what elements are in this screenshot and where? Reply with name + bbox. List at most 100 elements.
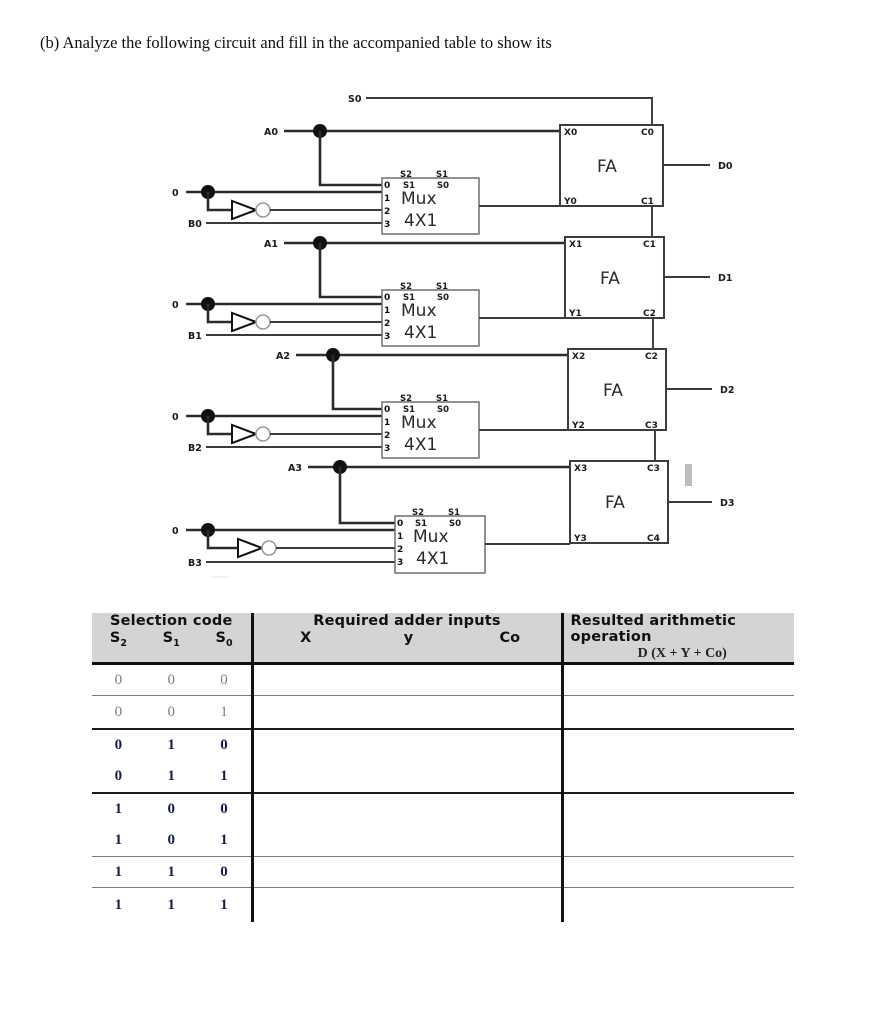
svg-text:0: 0 <box>384 405 390 415</box>
mux-3-select-top-right: S1 <box>448 508 460 518</box>
cell-result[interactable] <box>562 729 794 760</box>
fa-3-carry-in-label: C3 <box>647 464 660 474</box>
mux-box-2 <box>381 401 480 459</box>
mux-3-select-top-left: S2 <box>412 508 424 518</box>
label-a3: A3 <box>288 463 302 474</box>
mux-2-select-inner-right: S0 <box>437 405 449 415</box>
svg-text:1: 1 <box>384 194 390 204</box>
fa-0-carry-in-label: C0 <box>641 128 654 138</box>
bit-s2: 0 <box>114 767 123 784</box>
fa-2-carry-in-label: C2 <box>645 352 658 362</box>
svg-text:1: 1 <box>384 306 390 316</box>
header-result-formula: D (X + Y + Co) <box>637 646 727 661</box>
bit-s2: 0 <box>114 736 123 753</box>
cell-result[interactable] <box>562 824 794 857</box>
bit-s2: 1 <box>114 800 123 817</box>
bit-s2: 0 <box>114 671 123 688</box>
cell-adder-inputs[interactable] <box>252 856 564 888</box>
table-row: 0 0 0 <box>92 663 794 696</box>
svg-text:2: 2 <box>384 319 390 329</box>
cell-adder-inputs[interactable] <box>252 793 564 824</box>
svg-text:Mux: Mux <box>413 527 449 547</box>
fa-2-x-label: X2 <box>572 352 585 362</box>
mux-1-select-inner-left: S1 <box>403 293 415 303</box>
bit-s0: 0 <box>220 671 228 688</box>
bit-s1: 0 <box>167 831 175 848</box>
svg-text:0: 0 <box>397 519 403 529</box>
svg-text:3: 3 <box>384 220 390 230</box>
svg-text:Mux: Mux <box>401 189 437 209</box>
cell-adder-inputs[interactable] <box>252 729 564 760</box>
cell-result[interactable] <box>562 793 794 824</box>
svg-text:2: 2 <box>384 207 390 217</box>
cell-adder-inputs[interactable] <box>252 663 564 696</box>
fa-0-title: FA <box>597 157 617 177</box>
label-b1: B1 <box>188 331 202 342</box>
cell-adder-inputs[interactable] <box>252 760 564 794</box>
mux-0-select-inner-right: S0 <box>437 181 449 191</box>
cell-selection-code: 0 0 0 <box>92 663 254 696</box>
cell-adder-inputs[interactable] <box>252 695 564 730</box>
header-resulted-operation: Resulted arithmetic operation D (X + Y +… <box>562 613 794 665</box>
cell-result[interactable] <box>562 888 794 923</box>
mux-0-select-top-left: S2 <box>400 170 412 180</box>
cell-adder-inputs[interactable] <box>252 824 564 857</box>
svg-text:0: 0 <box>384 181 390 191</box>
bit-s0: 1 <box>220 767 228 784</box>
scan-artifact-mark <box>685 464 692 486</box>
bit-s2: 0 <box>114 703 123 720</box>
label-s0: S0 <box>348 94 362 105</box>
bit-s2: 1 <box>114 863 123 880</box>
label-b2: B2 <box>188 443 202 454</box>
svg-text:4X1: 4X1 <box>416 549 449 569</box>
svg-text:0: 0 <box>384 293 390 303</box>
mux-1-select-top-right: S1 <box>436 282 448 292</box>
cell-result[interactable] <box>562 856 794 888</box>
bit-s0: 0 <box>220 736 228 753</box>
fa-0-y-label: Y0 <box>563 197 577 207</box>
mux-2-select-top-left: S2 <box>400 394 412 404</box>
mux-1-select-top-left: S2 <box>400 282 412 292</box>
fa-0-x-label: X0 <box>564 128 577 138</box>
label-b0: B0 <box>188 219 202 230</box>
bit-s1: 1 <box>167 767 175 784</box>
fa-1-x-label: X1 <box>569 240 582 250</box>
label-const-zero-3: 0 <box>172 526 179 537</box>
svg-text:3: 3 <box>384 332 390 342</box>
fa-1-y-label: Y1 <box>568 309 582 319</box>
mux-0-select-inner-left: S1 <box>403 181 415 191</box>
fa-2-carry-out-label: C3 <box>645 421 658 431</box>
mux-box-0 <box>381 177 480 235</box>
mux-2-select-inner-left: S1 <box>403 405 415 415</box>
bit-s1: 1 <box>167 896 175 913</box>
cell-result[interactable] <box>562 663 794 696</box>
cell-result[interactable] <box>562 695 794 730</box>
bit-s1: 0 <box>167 703 175 720</box>
cell-result[interactable] <box>562 760 794 794</box>
mux-box-3 <box>394 515 486 574</box>
header-x: X <box>300 630 312 646</box>
header-required-adder-inputs: Required adder inputs X y Co <box>252 613 564 665</box>
fa-3-carry-out-label: C4 <box>647 534 660 544</box>
label-d3: D3 <box>720 498 735 509</box>
bit-s2: 1 <box>114 896 123 913</box>
cell-adder-inputs[interactable] <box>252 887 564 922</box>
mux-0-select-top-right: S1 <box>436 170 448 180</box>
svg-text:Mux: Mux <box>401 301 437 321</box>
bit-s1: 0 <box>167 671 175 688</box>
bit-s0: 1 <box>220 831 228 848</box>
label-d0: D0 <box>718 161 733 172</box>
fa-3-title: FA <box>605 493 625 513</box>
svg-text:Mux: Mux <box>401 413 437 433</box>
header-s1: S1 <box>162 630 180 649</box>
svg-text:3: 3 <box>384 444 390 454</box>
label-a2: A2 <box>276 351 290 362</box>
